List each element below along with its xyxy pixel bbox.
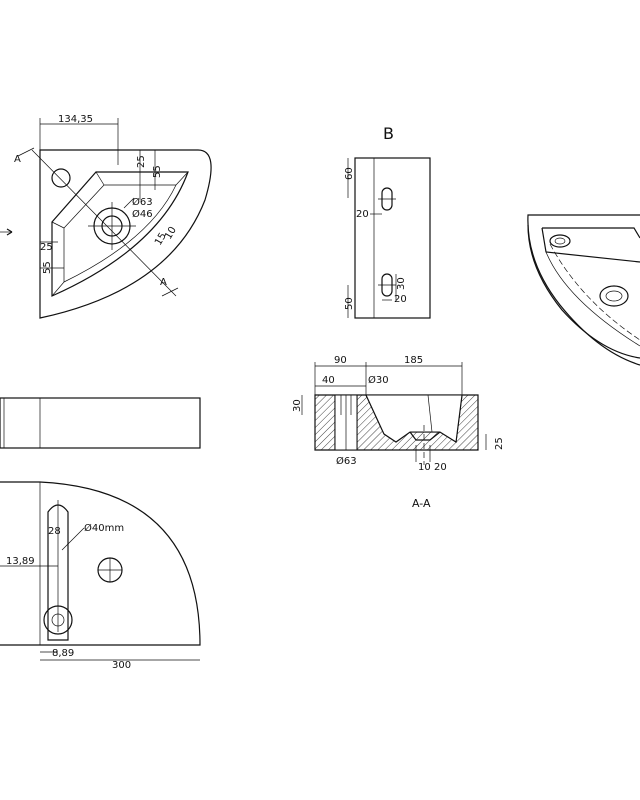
perspective-basin — [541, 227, 640, 263]
side-view-label: B — [383, 124, 394, 143]
perspective-view — [527, 214, 640, 366]
dim-55-left: 55 — [42, 261, 53, 274]
side-view: B 60 20 30 20 50 — [344, 124, 431, 319]
dim-d63: Ø63 — [132, 196, 153, 208]
top-view: A A 134,35 25 55 Ø63 Ø46 25 55 15 10 — [0, 114, 212, 319]
bottom-view: 28 Ø40mm 13,89 8,89 300 — [0, 481, 201, 671]
section-mark-a-bottom: A — [160, 277, 167, 288]
bottom-slot — [47, 504, 69, 641]
dim-13-89: 13,89 — [6, 556, 35, 567]
dim-28: 28 — [48, 526, 61, 537]
section-view: 90 185 40 Ø30 30 25 Ø63 10 20 A-A — [292, 355, 505, 510]
front-elevation — [0, 397, 201, 449]
dim-30: 30 — [396, 277, 407, 290]
dim-40mm: Ø40mm — [84, 522, 124, 534]
dim-25-top: 25 — [136, 155, 147, 168]
dim-d30: Ø30 — [368, 374, 389, 386]
dim-185: 185 — [404, 355, 423, 366]
section-mark-a-top: A — [14, 154, 21, 165]
dim-25-left: 25 — [40, 242, 53, 253]
side-view-outline — [354, 157, 431, 319]
dim-d46: Ø46 — [132, 208, 153, 220]
dim-25-right: 25 — [494, 437, 505, 450]
front-elevation-outline — [0, 397, 201, 449]
dim-20-upper: 20 — [356, 209, 369, 220]
top-view-basin — [51, 171, 189, 297]
dim-width: 134,35 — [58, 114, 93, 125]
top-view-basin-inner — [63, 184, 177, 283]
section-label: A-A — [412, 497, 431, 510]
dim-30-left: 30 — [292, 399, 303, 412]
dim-50: 50 — [344, 297, 355, 310]
dim-40: 40 — [322, 375, 335, 386]
bottom-view-outline — [0, 481, 201, 646]
top-view-outline — [39, 149, 212, 319]
dim-8-89: 8,89 — [52, 648, 74, 659]
dim-20-lower: 20 — [394, 294, 407, 305]
perspective-tap-hole — [549, 234, 571, 248]
dim-60: 60 — [344, 167, 355, 180]
perspective-outline — [527, 214, 640, 366]
dim-10-section: 10 — [418, 462, 431, 473]
tap-hole — [51, 168, 71, 188]
perspective-drain — [599, 285, 629, 307]
dim-d63-section: Ø63 — [336, 455, 357, 467]
dim-90: 90 — [334, 355, 347, 366]
section-line-a — [31, 149, 177, 297]
dim-20-section: 20 — [434, 462, 447, 473]
dim-55-top: 55 — [152, 165, 163, 178]
dim-300: 300 — [112, 660, 131, 671]
